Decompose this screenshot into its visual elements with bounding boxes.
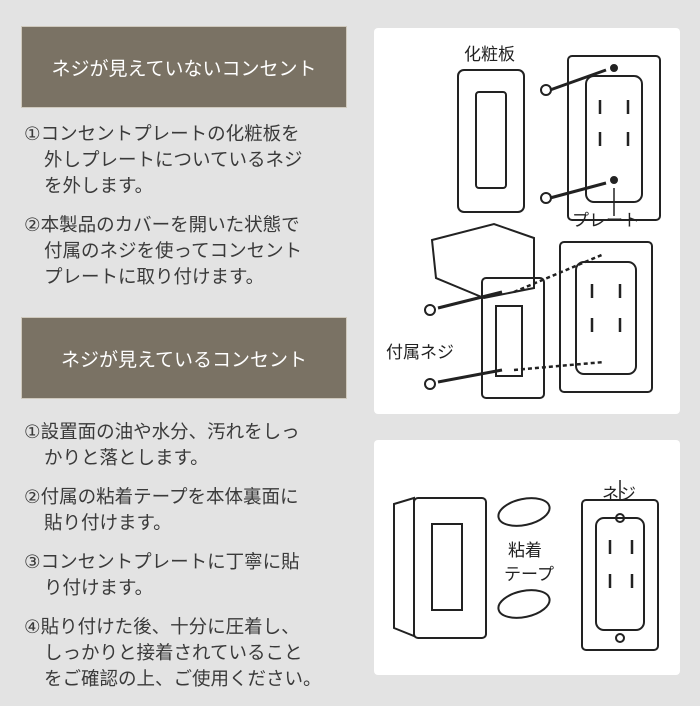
label-tape-line2: テープ — [504, 565, 554, 585]
step-line: り付けます。 — [44, 578, 154, 599]
step-item: ②本製品のカバーを開いた状態で付属のネジを使ってコンセントプレートに取り付けます… — [24, 213, 354, 291]
step-line: 付属のネジを使ってコンセント — [44, 241, 303, 262]
step-item: ④貼り付けた後、十分に圧着し、しっかりと接着されていることをご確認の上、ご使用く… — [24, 615, 354, 693]
step-item: ①設置面の油や水分、汚れをしっかりと落とします。 — [24, 420, 354, 472]
step-line: ②本製品のカバーを開いた状態で — [24, 215, 300, 236]
step-line: 外しプレートについているネジ — [44, 150, 303, 171]
section2-steps: ①設置面の油や水分、汚れをしっかりと落とします。 ②付属の粘着テープを本体裏面に貼… — [24, 420, 354, 706]
outlet-tape-illustration — [393, 480, 659, 651]
label-tape-line1: 粘着 — [508, 541, 542, 561]
diagram-hidden-screw: 化粧板 プレート 付属ネジ — [374, 28, 680, 414]
outlet-install-illustration — [424, 55, 661, 399]
step-line: ③コンセントプレートに丁寧に貼 — [24, 552, 300, 573]
step-line: をご確認の上、ご使用ください。 — [44, 669, 322, 690]
diagram-visible-screw: ネジ 粘着 テープ — [374, 440, 680, 675]
step-item: ②付属の粘着テープを本体裏面に貼り付けます。 — [24, 485, 354, 537]
label-screw: ネジ — [602, 485, 636, 505]
step-line: ④貼り付けた後、十分に圧着し、 — [24, 617, 300, 638]
step-line: を外します。 — [44, 176, 154, 197]
step-line: ②付属の粘着テープを本体裏面に — [24, 487, 299, 508]
label-screws: 付属ネジ — [386, 343, 454, 363]
label-plate: プレート — [572, 211, 640, 231]
step-line: ①設置面の油や水分、汚れをしっ — [24, 422, 300, 443]
step-line: プレートに取り付けます。 — [44, 267, 265, 288]
label-cover: 化粧板 — [464, 45, 515, 65]
step-item: ①コンセントプレートの化粧板を外しプレートについているネジを外します。 — [24, 122, 354, 200]
step-item: ③コンセントプレートに丁寧に貼り付けます。 — [24, 550, 354, 602]
step-line: ①コンセントプレートの化粧板を — [24, 124, 300, 145]
section1-header: ネジが見えていないコンセント — [22, 27, 346, 107]
section1-steps: ①コンセントプレートの化粧板を外しプレートについているネジを外します。 ②本製品の… — [24, 122, 354, 304]
step-line: しっかりと接着されていること — [44, 643, 303, 664]
section2-header: ネジが見えているコンセント — [22, 318, 346, 398]
step-line: 貼り付けます。 — [44, 513, 172, 534]
step-line: かりと落とします。 — [44, 448, 209, 469]
